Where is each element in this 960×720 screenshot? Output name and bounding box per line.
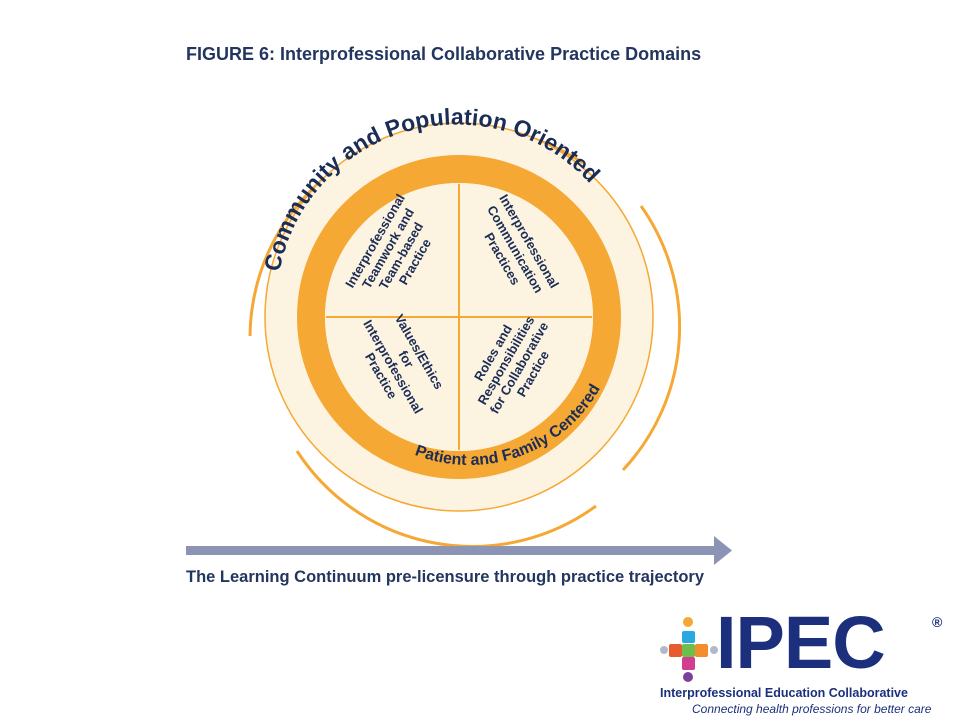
logo-name: Interprofessional Education Collaborativ… [660, 686, 908, 700]
logo-dot-top [683, 617, 693, 627]
logo-block-center [682, 644, 695, 657]
ipec-logo-mark [660, 617, 718, 682]
quadrant-communication: Interprofessional Communication Practice… [469, 192, 564, 310]
logo-registered-mark: ® [932, 614, 943, 630]
logo-dot-right [710, 646, 718, 654]
logo-tagline: Connecting health professions for better… [692, 702, 932, 716]
logo-wordmark: IPEC [716, 601, 886, 684]
continuum-caption: The Learning Continuum pre-licensure thr… [186, 568, 704, 586]
logo-dot-bottom [683, 672, 693, 682]
orange-ring [297, 155, 621, 479]
outer-arc-right [621, 205, 682, 472]
logo-block-left [669, 644, 682, 657]
logo-block-right [695, 644, 708, 657]
outer-arc-bottom [295, 450, 597, 548]
logo-block-top [682, 631, 695, 643]
figure-title: FIGURE 6: Interprofessional Collaborativ… [186, 44, 702, 64]
logo-dot-left [660, 646, 668, 654]
continuum-arrow [186, 536, 732, 565]
logo-block-bottom [682, 657, 695, 670]
